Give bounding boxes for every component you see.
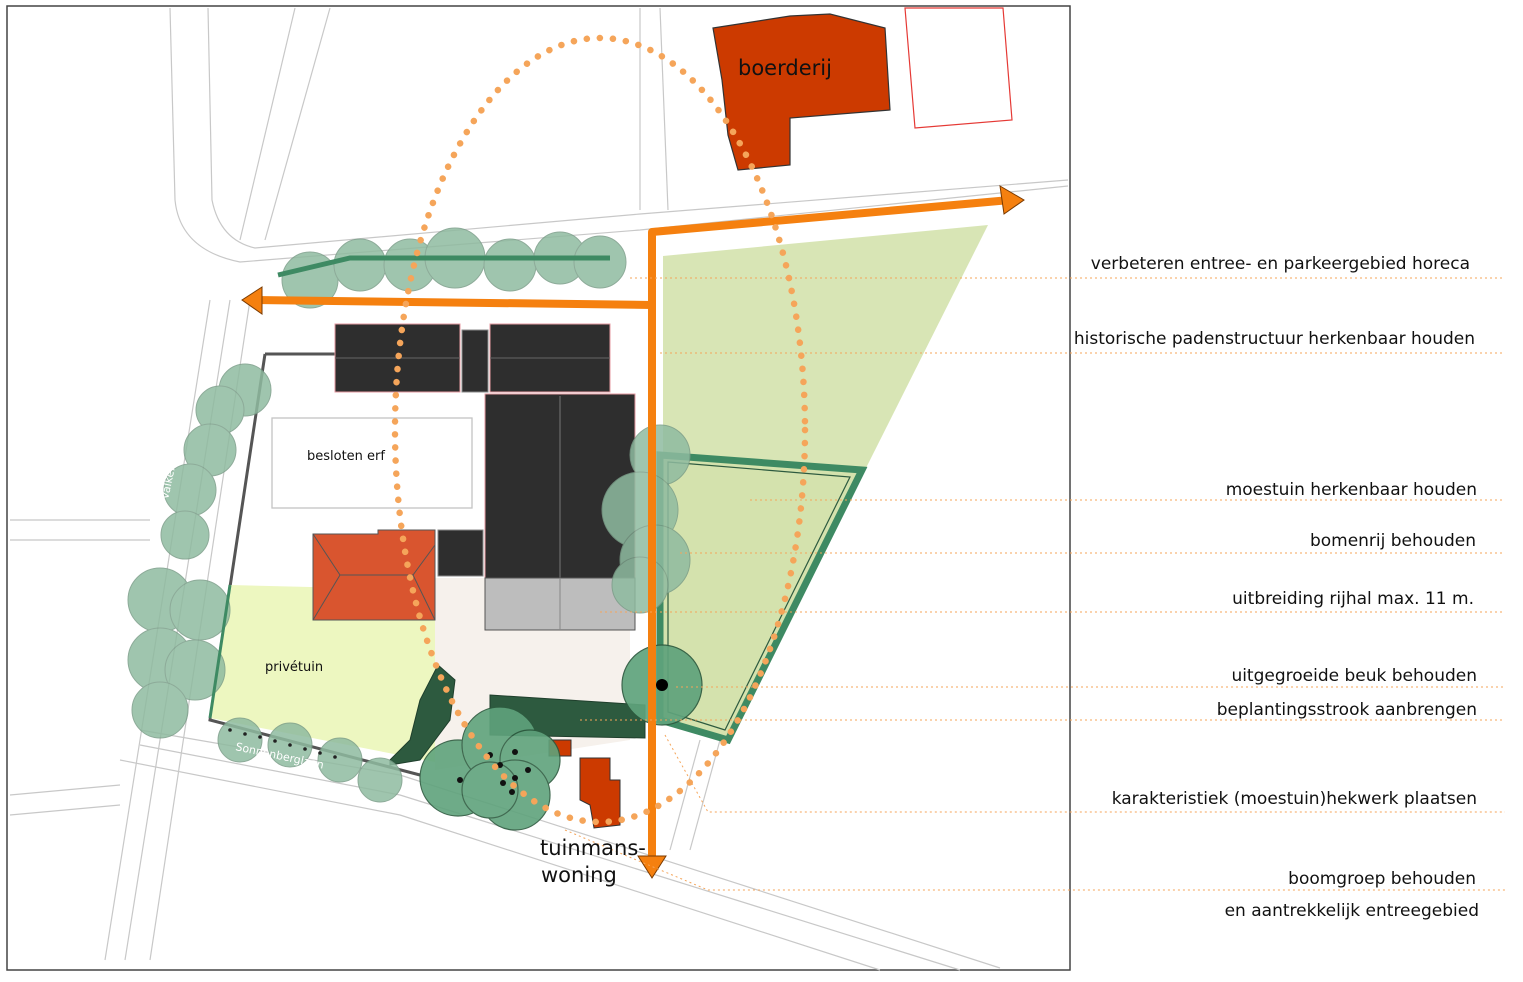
entrance-parking-area	[663, 225, 988, 470]
legend-item-6: uitgegroeide beuk behouden	[1231, 666, 1477, 686]
legend-item-8: karakteristiek (moestuin)hekwerk plaatse…	[1112, 789, 1477, 809]
tree-row	[127, 227, 691, 803]
legend-item-7: beplantingsstrook aanbrengen	[1217, 700, 1477, 720]
path-arrows	[254, 196, 1011, 860]
gardener-house	[579, 757, 621, 829]
legend-item-2: historische padenstructuur herkenbaar ho…	[1074, 329, 1475, 349]
gardener-house-label-1: tuinmans-	[540, 836, 646, 860]
hedge-north	[277, 255, 610, 278]
legend-item-1: verbeteren entree- en parkeergebied hore…	[1091, 254, 1470, 274]
fence-posts	[228, 728, 337, 759]
legend-item-4: bomenrij behouden	[1310, 531, 1476, 551]
farm-building	[712, 13, 891, 171]
vegetable-garden-inner	[667, 461, 851, 731]
hedge-west	[208, 584, 232, 719]
legend: verbeteren entree- en parkeergebied hore…	[1074, 254, 1479, 921]
leader-lines	[564, 277, 1505, 891]
private-garden-label: privétuin	[265, 660, 323, 675]
parcel-outline	[904, 7, 1013, 129]
farm-label: boerderij	[738, 56, 832, 80]
vegetable-garden	[656, 451, 868, 745]
road-lines	[9, 7, 1069, 971]
legend-item-10: en aantrekkelijk entreegebied	[1225, 901, 1479, 921]
private-garden-area	[210, 585, 435, 762]
arrowheads	[241, 185, 1025, 879]
closed-yard-label: besloten erf	[307, 449, 385, 464]
gardener-house-label-2: woning	[541, 863, 617, 887]
beech-tree-trunk	[656, 679, 668, 691]
legend-item-3: moestuin herkenbaar houden	[1226, 480, 1477, 500]
tree-group-trunks	[457, 749, 531, 795]
legend-item-5: uitbreiding rijhal max. 11 m.	[1232, 589, 1474, 609]
legend-item-9: boomgroep behouden	[1288, 869, 1476, 889]
closed-yard-area	[271, 417, 473, 509]
historic-path-ellipse	[391, 34, 809, 826]
